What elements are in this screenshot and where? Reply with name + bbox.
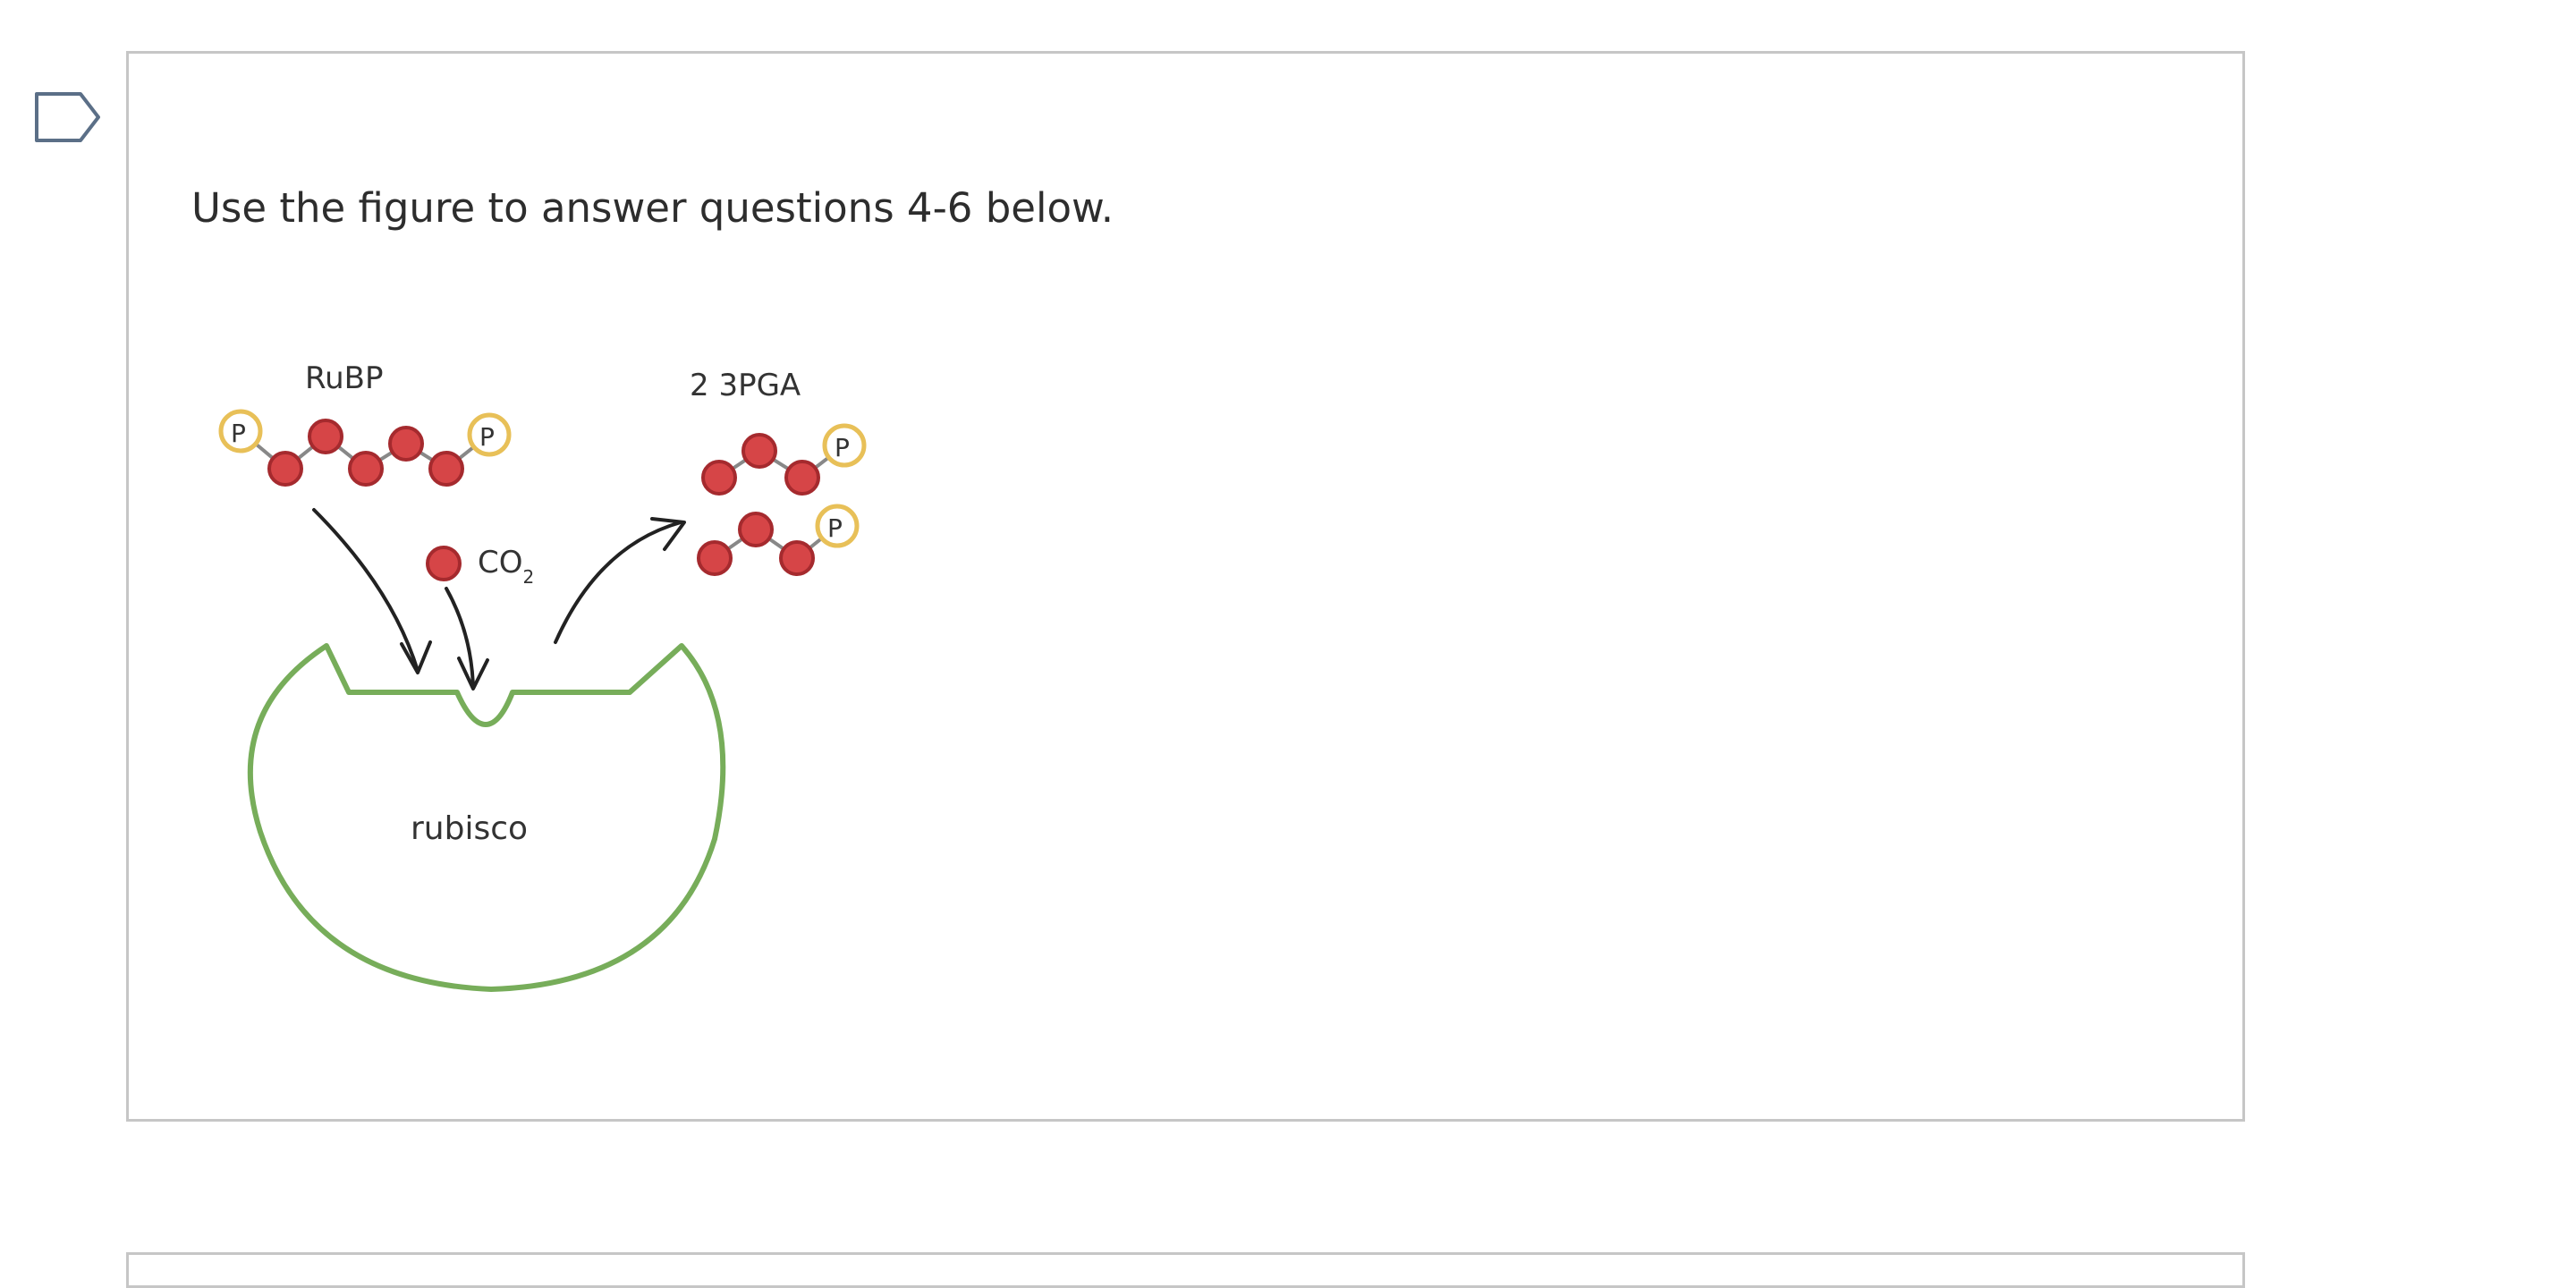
co2-binding-arrowhead xyxy=(457,657,489,691)
svg-text:P: P xyxy=(231,419,246,448)
rubisco-enzyme-outline xyxy=(247,643,726,992)
svg-text:P: P xyxy=(835,433,850,462)
co2-carbon xyxy=(426,546,462,581)
product-release-arrow xyxy=(554,521,682,644)
co2-label: CO2 xyxy=(478,545,534,588)
svg-text:P: P xyxy=(827,513,843,543)
svg-text:P: P xyxy=(479,422,495,452)
rubisco-figure: RuBP 2 3PGA CO2 rubisco P P xyxy=(187,338,974,1009)
flag-tag-icon xyxy=(35,92,100,142)
question-card: Use the figure to answer questions 4-6 b… xyxy=(126,51,2245,1122)
rubp-phosphate-left: P xyxy=(218,409,263,453)
rubp-carbons xyxy=(267,419,464,487)
arrows xyxy=(312,508,686,691)
rubp-binding-arrow xyxy=(312,508,419,673)
rubp-label: RuBP xyxy=(305,360,383,396)
co2-binding-arrow xyxy=(445,587,475,689)
product-release-arrowhead xyxy=(650,517,686,551)
question-prompt: Use the figure to answer questions 4-6 b… xyxy=(191,184,1114,232)
rubisco-label: rubisco xyxy=(411,810,528,847)
next-question-card xyxy=(126,1252,2245,1288)
rubisco-diagram: RuBP 2 3PGA CO2 rubisco P P xyxy=(218,360,867,992)
pga-molecule-1: P xyxy=(701,423,867,496)
rubp-binding-arrowhead xyxy=(400,640,432,674)
flag-question-button[interactable] xyxy=(34,91,102,143)
rubp-phosphate-right: P xyxy=(467,412,512,457)
pga-molecule-2: P xyxy=(697,504,860,576)
pga-label: 2 3PGA xyxy=(690,368,801,403)
